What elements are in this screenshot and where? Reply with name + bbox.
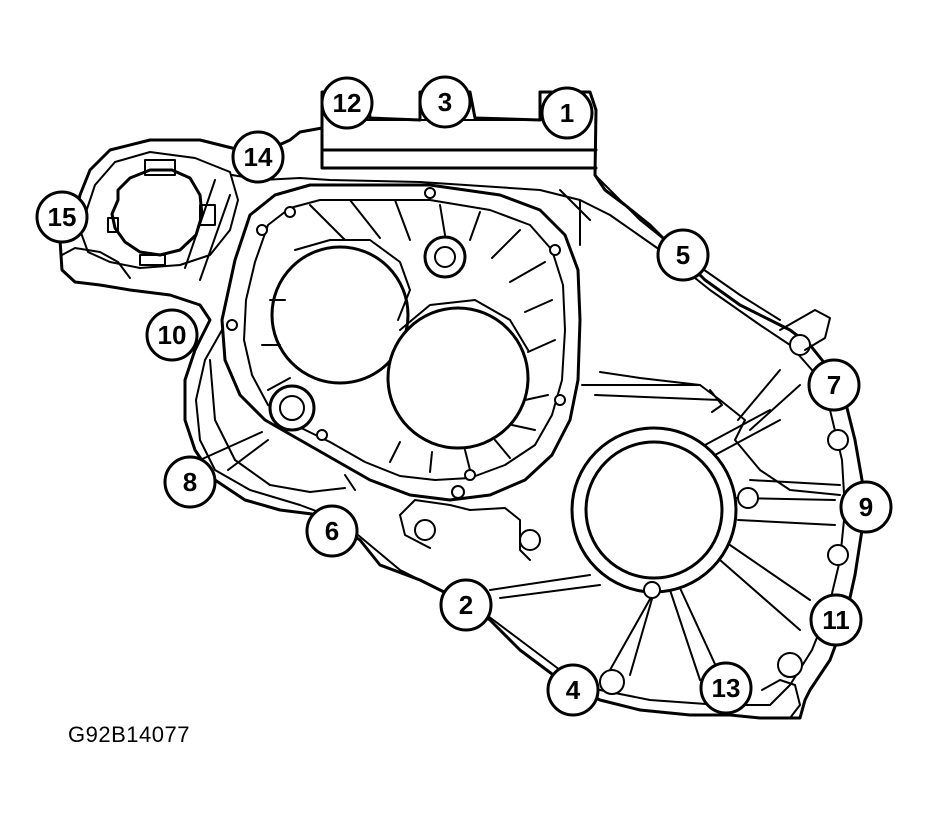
cover-outline (58, 90, 864, 720)
svg-text:6: 6 (325, 516, 339, 546)
callout-9: 9 (839, 480, 893, 534)
callout-11: 11 (809, 593, 863, 647)
svg-text:11: 11 (822, 605, 850, 635)
svg-text:1: 1 (560, 98, 574, 128)
svg-text:4: 4 (566, 675, 581, 705)
callout-3: 3 (418, 75, 472, 129)
svg-text:14: 14 (244, 142, 273, 172)
callout-2: 2 (439, 578, 493, 632)
svg-text:13: 13 (712, 673, 741, 703)
callout-7: 7 (807, 358, 861, 412)
callout-4: 4 (546, 663, 600, 717)
svg-text:8: 8 (183, 467, 197, 497)
callout-8: 8 (163, 455, 217, 509)
svg-text:15: 15 (48, 202, 77, 232)
svg-text:2: 2 (459, 590, 473, 620)
callout-12: 12 (320, 76, 374, 130)
figure-id-label: G92B14077 (68, 722, 190, 747)
svg-text:7: 7 (827, 370, 841, 400)
svg-text:9: 9 (859, 492, 873, 522)
svg-text:10: 10 (158, 320, 187, 350)
svg-text:3: 3 (438, 87, 452, 117)
callouts: 1 2 3 4 5 6 7 8 (35, 75, 893, 717)
callout-10: 10 (145, 308, 199, 362)
callout-14: 14 (231, 130, 285, 184)
svg-text:5: 5 (676, 240, 690, 270)
callout-15: 15 (35, 190, 89, 244)
callout-1: 1 (540, 86, 594, 140)
callout-5: 5 (656, 228, 710, 282)
callout-13: 13 (699, 661, 753, 715)
callout-6: 6 (305, 504, 359, 558)
svg-text:12: 12 (333, 88, 362, 118)
